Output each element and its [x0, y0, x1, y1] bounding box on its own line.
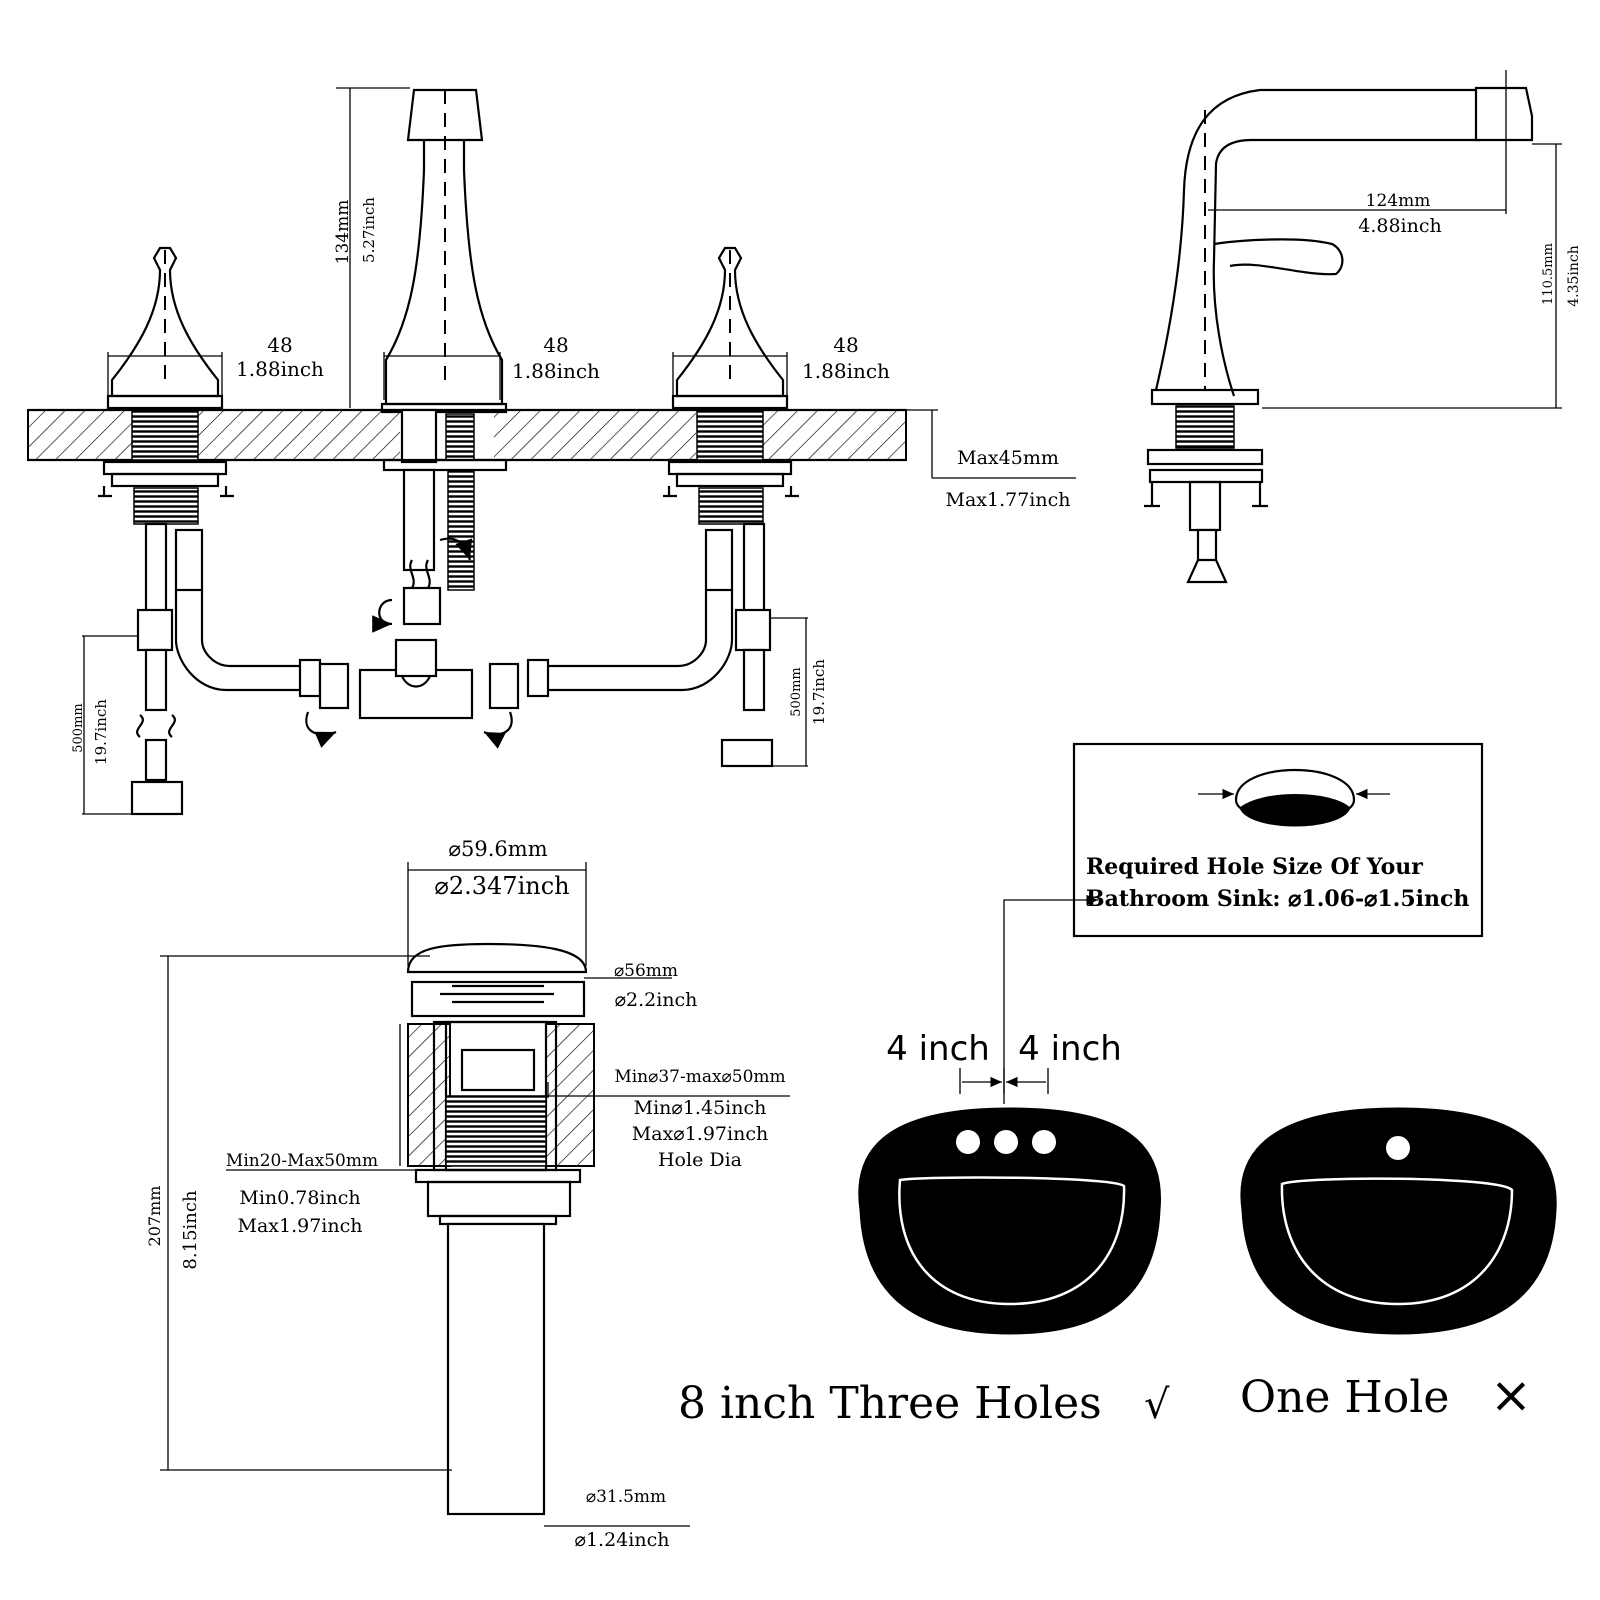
counter-thickness-mm: Min20-Max50mm: [226, 1151, 378, 1171]
left-supply-hose: [130, 522, 350, 816]
one-hole-label: One Hole: [1240, 1372, 1449, 1423]
flange-diameter-inch: ⌀2.2inch: [615, 989, 698, 1011]
counter-thickness-min-inch: Min0.78inch: [239, 1187, 360, 1209]
one-hole-cross-mark: ×: [1490, 1366, 1532, 1424]
cap-diameter-inch: ⌀2.347inch: [434, 872, 569, 900]
hole-size-line-1: Required Hole Size Of Your: [1086, 854, 1423, 880]
hole-diameter-max-inch: Max⌀1.97inch: [632, 1123, 768, 1145]
center-spout: [372, 88, 508, 633]
drain-height-inch: 8.15inch: [180, 1190, 201, 1270]
left-hole-spacing: 4 inch: [886, 1029, 990, 1069]
left-handle-width-mm: 48: [267, 333, 292, 357]
flange-diameter-mm: ⌀56mm: [614, 961, 678, 981]
deck-thickness-mm: Max45mm: [957, 447, 1059, 469]
left-handle-width-inch: 1.88inch: [236, 357, 324, 381]
right-hose-length-inch: 19.7inch: [810, 659, 828, 725]
side-height-mm: 110.5mm: [1541, 243, 1556, 305]
spout-reach-mm: 124mm: [1366, 191, 1431, 211]
deck-thickness-inch: Max1.77inch: [946, 489, 1071, 511]
left-hose-length-mm: 500mm: [71, 703, 86, 752]
pipe-diameter-inch: ⌀1.24inch: [575, 1529, 670, 1551]
tee-connector: [358, 638, 474, 720]
hole-diameter-min-inch: Min⌀1.45inch: [634, 1097, 767, 1119]
right-handle: [663, 246, 799, 525]
faucet-side-view: 124mm 4.88inch 110.5mm 4.35inch: [1144, 70, 1582, 584]
drain-height-mm: 207mm: [145, 1186, 164, 1247]
one-hole-sink: One Hole ×: [1240, 1107, 1557, 1424]
front-dimensions: [82, 87, 1076, 815]
faucet-front-view: 134mm 5.27inch 48 1.88inch 48 1.88inch 4…: [27, 87, 1076, 816]
hole-diameter-label: Hole Dia: [658, 1149, 742, 1171]
spout-base-width-inch: 1.88inch: [512, 359, 600, 383]
spout-height-mm: 134mm: [333, 200, 353, 265]
counter-thickness-max-inch: Max1.97inch: [238, 1215, 363, 1237]
hole-size-line-2: Bathroom Sink: ⌀1.06-⌀1.5inch: [1086, 886, 1469, 912]
side-height-inch: 4.35inch: [1566, 245, 1582, 307]
left-hose-length-inch: 19.7inch: [92, 699, 110, 765]
cap-diameter-mm: ⌀59.6mm: [448, 837, 547, 861]
three-holes-check-mark: √: [1144, 1382, 1170, 1428]
left-handle: [98, 246, 234, 525]
pipe-diameter-mm: ⌀31.5mm: [586, 1487, 666, 1507]
spout-height-inch: 5.27inch: [360, 197, 378, 263]
three-holes-label: 8 inch Three Holes: [678, 1378, 1102, 1429]
hole-size-info-box: Required Hole Size Of Your Bathroom Sink…: [1003, 742, 1484, 1104]
three-hole-sink: 4 inch 4 inch 8 inch Three Holes √: [678, 1029, 1170, 1429]
hole-diameter-mm: Min⌀37-max⌀50mm: [614, 1067, 785, 1087]
right-supply-hose: [483, 522, 774, 768]
spout-reach-inch: 4.88inch: [1358, 215, 1442, 237]
pop-up-drain: ⌀59.6mm ⌀2.347inch ⌀56mm ⌀2.2inch Min⌀37…: [145, 837, 790, 1551]
right-handle-width-inch: 1.88inch: [802, 359, 890, 383]
spout-base-width-mm: 48: [543, 333, 568, 357]
right-hole-spacing: 4 inch: [1018, 1029, 1122, 1069]
right-handle-width-mm: 48: [833, 333, 858, 357]
right-hose-length-mm: 500mm: [789, 667, 804, 716]
